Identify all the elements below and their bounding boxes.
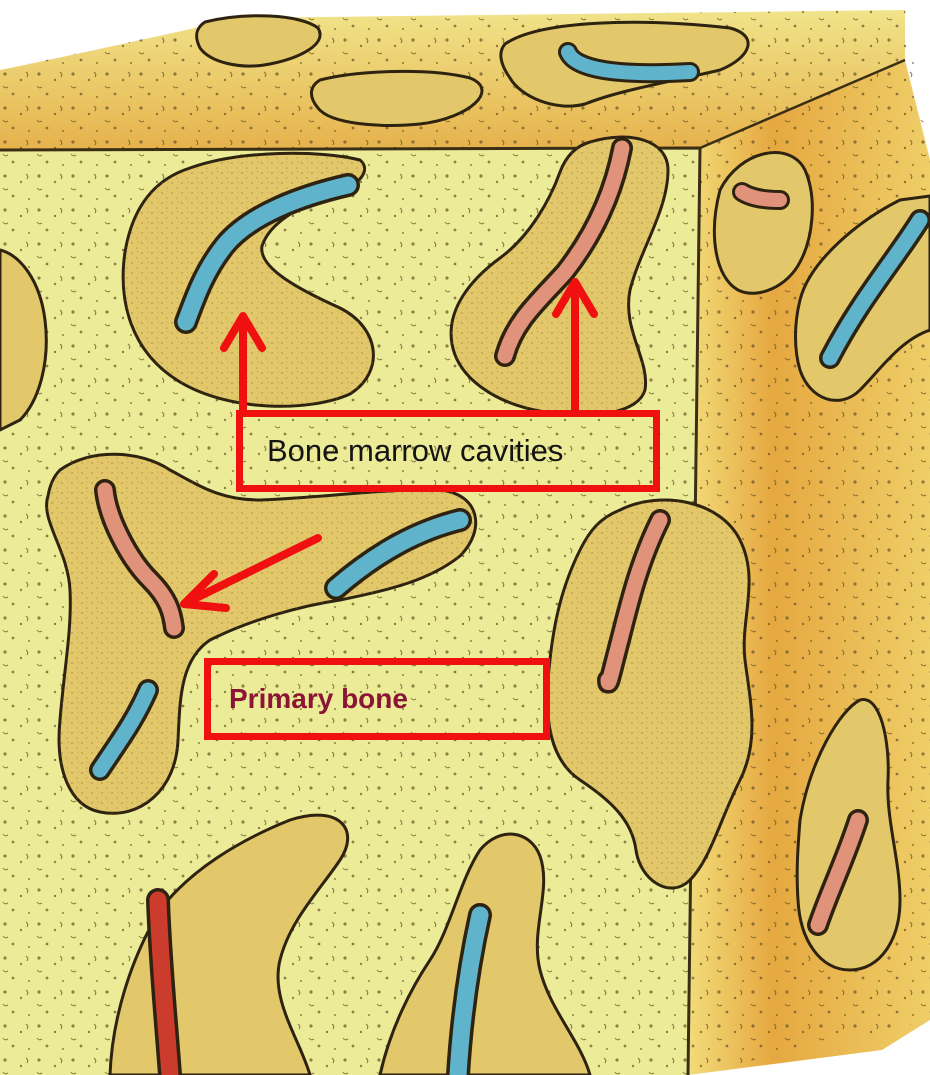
marrow-cavities-label-box: Bone marrow cavities [236,410,660,492]
primary-bone-label: Primary bone [229,683,408,715]
primary-bone-label-box: Primary bone [204,658,550,740]
marrow-cavities-label: Bone marrow cavities [267,433,563,469]
